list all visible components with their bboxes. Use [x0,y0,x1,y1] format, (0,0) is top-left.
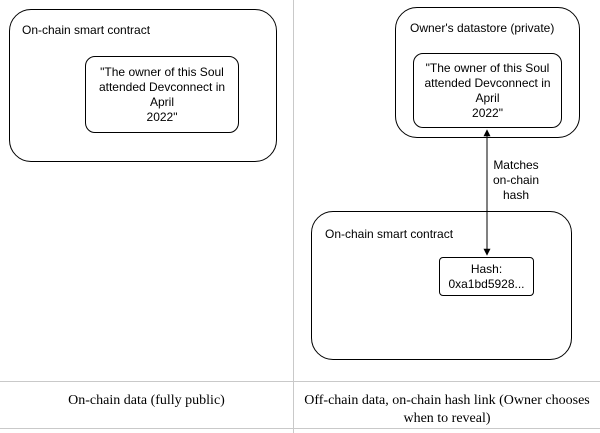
left-statement-text: "The owner of this Soul attended Devconn… [98,64,226,124]
right-statement-box: "The owner of this Soul attended Devconn… [413,53,562,128]
hash-link-label: Matches on-chain hash [490,158,542,203]
hash-text: Hash: 0xa1bd5928... [448,261,525,291]
right-statement-text: "The owner of this Soul attended Devconn… [424,60,551,120]
caption-divider [0,381,600,382]
panel-divider [293,0,294,433]
left-caption: On-chain data (fully public) [68,393,225,408]
left-contract-label: On-chain smart contract [22,23,151,37]
right-caption: Off-chain data, on-chain hash link (Owne… [304,393,590,426]
bottom-divider [0,428,600,429]
owner-datastore-label: Owner's datastore (private) [410,21,555,35]
left-statement-box: "The owner of this Soul attended Devconn… [85,56,239,133]
hash-box: Hash: 0xa1bd5928... [439,257,534,296]
right-contract-label: On-chain smart contract [325,227,454,241]
